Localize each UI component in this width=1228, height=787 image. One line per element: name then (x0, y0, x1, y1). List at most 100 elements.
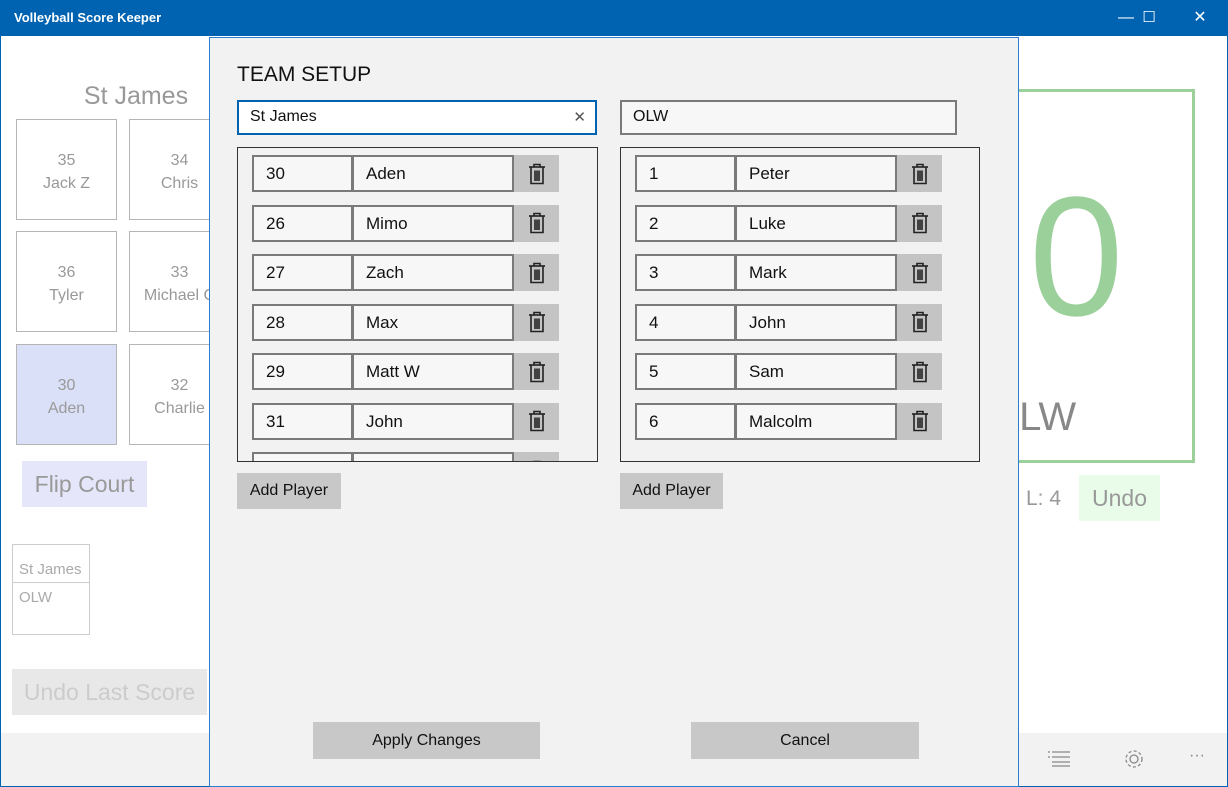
undo-last-score-button[interactable]: Undo Last Score (12, 669, 207, 715)
mini-team1: St James (13, 545, 89, 583)
app-title: Volleyball Score Keeper (14, 10, 162, 25)
player-name-input[interactable]: Max (352, 303, 514, 341)
trash-icon (911, 410, 929, 432)
player-number-input[interactable]: 27 (252, 254, 353, 291)
tile-name: Chris (160, 175, 199, 192)
title-bar: Volleyball Score Keeper — ☐ ✕ (0, 0, 1228, 36)
mini-scoreboard: St James OLW (12, 544, 90, 635)
trash-icon (911, 212, 929, 234)
apply-changes-button[interactable]: Apply Changes (313, 722, 540, 759)
player-name-input[interactable]: Aden (352, 155, 514, 192)
delete-player-button[interactable] (897, 303, 942, 341)
player-name-input[interactable] (352, 452, 514, 461)
clear-text-icon[interactable]: ✕ (573, 109, 586, 126)
player-name-input[interactable]: Luke (735, 204, 897, 242)
delete-player-button[interactable] (514, 204, 559, 242)
trash-icon (528, 262, 546, 284)
delete-player-button[interactable] (897, 254, 942, 291)
delete-player-button[interactable] (897, 204, 942, 242)
trash-icon (528, 361, 546, 383)
trash-icon (911, 262, 929, 284)
player-name-input[interactable]: Peter (735, 155, 897, 192)
trash-icon (911, 163, 929, 185)
right-team-name-input[interactable]: OLW (620, 100, 957, 135)
delete-player-button[interactable] (897, 402, 942, 440)
trash-icon (528, 460, 546, 461)
player-number-input[interactable]: 26 (252, 204, 353, 242)
player-number-input[interactable]: 4 (635, 303, 736, 341)
player-name-input[interactable]: Mimo (352, 204, 514, 242)
trash-icon (911, 311, 929, 333)
tile-number: 35 (57, 152, 76, 169)
tile-name: Aden (47, 400, 86, 417)
delete-player-button[interactable] (514, 155, 559, 192)
player-name-input[interactable]: Mark (735, 254, 897, 291)
tile-name: Jack Z (42, 175, 91, 192)
trash-icon (528, 212, 546, 234)
dialog-title: TEAM SETUP (237, 63, 372, 86)
player-name-input[interactable]: John (735, 303, 897, 341)
delete-player-button[interactable] (514, 452, 559, 461)
player-number-input[interactable]: 30 (252, 155, 353, 192)
player-row (252, 452, 559, 461)
player-name-input[interactable]: Matt W (352, 353, 514, 390)
delete-player-button[interactable] (514, 254, 559, 291)
trash-icon (911, 361, 929, 383)
cancel-button[interactable]: Cancel (691, 722, 919, 759)
close-button[interactable]: ✕ (1193, 9, 1207, 26)
tile-name: Charlie (154, 400, 205, 417)
minimize-button[interactable]: — (1118, 9, 1134, 26)
player-name-input[interactable]: Zach (352, 254, 514, 291)
score-value: 0 (1029, 162, 1124, 352)
player-number-input[interactable]: 5 (635, 353, 736, 390)
left-team-name-value: St James (250, 108, 317, 125)
player-number-input[interactable]: 1 (635, 155, 736, 192)
delete-player-button[interactable] (514, 303, 559, 341)
player-number-input[interactable]: 29 (252, 353, 353, 390)
player-name-input[interactable]: John (352, 402, 514, 440)
tile-number: 32 (170, 377, 189, 394)
player-name-input[interactable]: Sam (735, 353, 897, 390)
delete-player-button[interactable] (514, 402, 559, 440)
player-name-input[interactable]: Malcolm (735, 402, 897, 440)
flip-court-button[interactable]: Flip Court (22, 461, 147, 507)
tile-number: 36 (57, 264, 76, 281)
settings-gear-icon[interactable] (1122, 747, 1146, 771)
player-number-input[interactable]: 6 (635, 402, 736, 440)
player-number-input[interactable] (252, 452, 353, 461)
left-add-player-button[interactable]: Add Player (237, 473, 341, 509)
player-number-input[interactable]: 28 (252, 303, 353, 341)
delete-player-button[interactable] (897, 155, 942, 192)
left-team-name-input[interactable]: St James ✕ (237, 100, 597, 135)
maximize-button[interactable]: ☐ (1142, 9, 1156, 26)
tile-number: 30 (57, 377, 76, 394)
more-options-button[interactable]: ··· (1189, 747, 1205, 764)
tile-name: Michael C (143, 287, 216, 304)
tile-number: 33 (170, 264, 189, 281)
delete-player-button[interactable] (514, 353, 559, 390)
trash-icon (528, 163, 546, 185)
player-number-input[interactable]: 31 (252, 402, 353, 440)
trash-icon (528, 311, 546, 333)
list-icon[interactable] (1048, 750, 1072, 768)
tile-number: 34 (170, 152, 189, 169)
team-name-heading: St James (83, 82, 189, 110)
player-number-input[interactable]: 3 (635, 254, 736, 291)
right-add-player-button[interactable]: Add Player (620, 473, 723, 509)
delete-player-button[interactable] (897, 353, 942, 390)
undo-button[interactable]: Undo (1079, 475, 1160, 521)
player-number-input[interactable]: 2 (635, 204, 736, 242)
